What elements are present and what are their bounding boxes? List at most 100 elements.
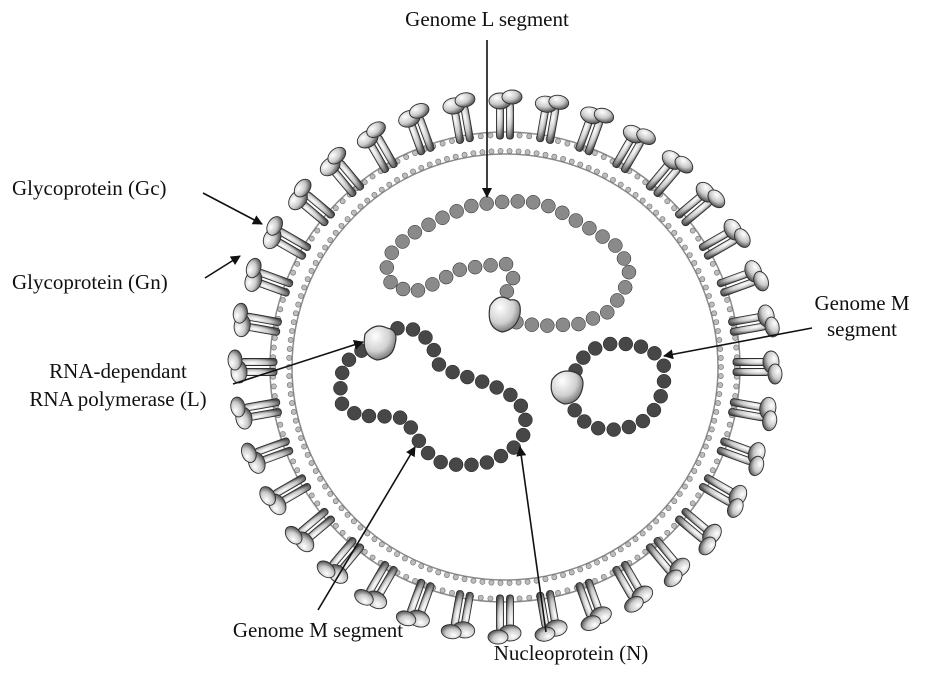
nucleoprotein-bead: [384, 245, 400, 260]
nucleoprotein-bead: [656, 358, 672, 373]
glycoprotein-spike: [732, 350, 783, 385]
nucleoprotein-bead: [425, 277, 440, 292]
nucleoprotein-bead: [513, 398, 529, 414]
arrow-genome-m-right: [663, 327, 813, 360]
glycoprotein-spike: [674, 181, 726, 227]
nucleoprotein-bead: [602, 336, 618, 352]
nucleoprotein-bead: [377, 409, 392, 424]
nucleoprotein-bead: [421, 217, 436, 233]
glycoprotein-spike: [612, 560, 654, 613]
nucleoprotein-bead: [483, 258, 498, 273]
label-genome-l-segment: Genome L segment: [405, 7, 569, 31]
nucleoprotein-bead: [479, 196, 494, 211]
glycoprotein-spike: [534, 94, 570, 144]
nucleoprotein-bead: [433, 454, 448, 470]
glycoprotein-spikes: [227, 89, 783, 645]
nucleoprotein-bead: [347, 405, 362, 421]
nucleoprotein-bead: [590, 420, 606, 436]
nucleoprotein-bead: [467, 259, 483, 275]
glycoprotein-spike: [259, 474, 312, 516]
nucleoprotein-bead: [518, 412, 533, 428]
glycoprotein-spike: [319, 146, 365, 198]
nucleoprotein-bead: [464, 198, 479, 214]
nucleoprotein-bead: [405, 322, 421, 337]
nucleoprotein-bead: [395, 281, 411, 297]
nucleoprotein-bead: [555, 317, 571, 333]
nucleoprotein-bead: [420, 445, 436, 461]
nucleoprotein-bead: [448, 457, 464, 472]
nucleoprotein-bead: [383, 274, 398, 290]
glycoprotein-spike: [575, 578, 612, 631]
glycoprotein-spike: [487, 594, 522, 645]
label-genome-m-right-line2: segment: [827, 317, 897, 341]
nucleoprotein-bead: [646, 402, 662, 418]
glycoprotein-spike: [645, 150, 694, 198]
nucleoprotein-bead: [621, 264, 637, 280]
genome-l-segment: [379, 194, 637, 333]
glycoprotein-spike: [230, 396, 282, 430]
nucleoprotein-bead: [503, 387, 518, 403]
nucleoprotein-bead: [334, 365, 350, 381]
nucleoprotein-bead: [438, 269, 454, 285]
nucleoprotein-bead: [555, 205, 570, 221]
glycoprotein-spike: [262, 216, 312, 260]
nucleoprotein-bead: [410, 283, 426, 298]
glycoprotein-spike: [356, 121, 398, 174]
glycoprotein-spike: [395, 578, 435, 628]
nucleoprotein-bead: [464, 457, 479, 473]
rna-polymerase-l: [363, 296, 584, 405]
nucleoprotein-bead: [452, 262, 467, 277]
nucleoprotein-bead: [515, 427, 531, 443]
label-genome-m-right-line1: Genome M: [814, 291, 909, 315]
nucleoprotein-bead: [585, 311, 601, 326]
glycoprotein-spike: [698, 474, 748, 518]
nucleoprotein-bead: [333, 381, 348, 396]
nucleoprotein-bead: [525, 195, 541, 210]
nucleoprotein-bead: [577, 414, 592, 429]
nucleoprotein-bead: [617, 280, 633, 295]
glycoprotein-spike: [488, 89, 523, 140]
nucleoprotein-bead: [361, 408, 377, 424]
arrow-genome-m-bottom: [317, 446, 416, 611]
nucleoprotein-bead: [610, 293, 625, 308]
glycoprotein-spike: [716, 437, 766, 477]
nucleoprotein-bead: [606, 422, 621, 437]
arrow-gc: [202, 192, 263, 225]
label-glycoprotein-gn: Glycoprotein (Gn): [12, 270, 168, 294]
nucleoprotein-bead: [407, 225, 423, 240]
nucleoprotein-bead: [582, 220, 597, 236]
glycoprotein-spike: [728, 304, 780, 338]
label-rdrp-line1: RNA-dependant: [49, 359, 187, 383]
nucleoprotein-bead: [498, 256, 514, 272]
nucleoprotein-bead: [506, 440, 522, 455]
nucleoprotein-bead: [600, 305, 615, 320]
nucleoprotein-bead: [494, 194, 510, 210]
nucleoprotein-bead: [576, 350, 591, 365]
nucleoprotein-bead: [479, 455, 495, 470]
nucleoprotein-bead: [489, 380, 504, 395]
label-nucleoprotein: Nucleoprotein (N): [494, 641, 649, 665]
glycoprotein-spike: [316, 536, 365, 584]
glycoprotein-spike: [232, 302, 282, 338]
arrow-rdrp: [232, 340, 364, 385]
nucleoprotein-bead: [571, 316, 586, 332]
nucleoprotein-bead: [618, 336, 634, 352]
glycoprotein-spike: [284, 507, 336, 553]
nucleoprotein-bead: [334, 396, 350, 412]
glycoprotein-spike: [728, 396, 778, 432]
glycoprotein-spike: [288, 178, 336, 227]
nucleoprotein-bead: [403, 420, 419, 435]
nucleoprotein-bead: [541, 198, 556, 214]
nucleoprotein-bead: [418, 330, 433, 345]
nucleoprotein-bead: [653, 388, 668, 404]
nucleoprotein-bead: [647, 346, 662, 361]
nucleoprotein-bead: [493, 448, 509, 464]
glycoprotein-spike: [716, 260, 769, 297]
nucleoprotein-bead: [449, 204, 464, 219]
glycoprotein-spike: [645, 536, 691, 588]
nucleoprotein-bead: [608, 238, 623, 253]
glycoprotein-spike: [612, 124, 656, 174]
label-glycoprotein-gc: Glycoprotein (Gc): [12, 176, 167, 200]
nucleoprotein-bead: [656, 374, 672, 389]
